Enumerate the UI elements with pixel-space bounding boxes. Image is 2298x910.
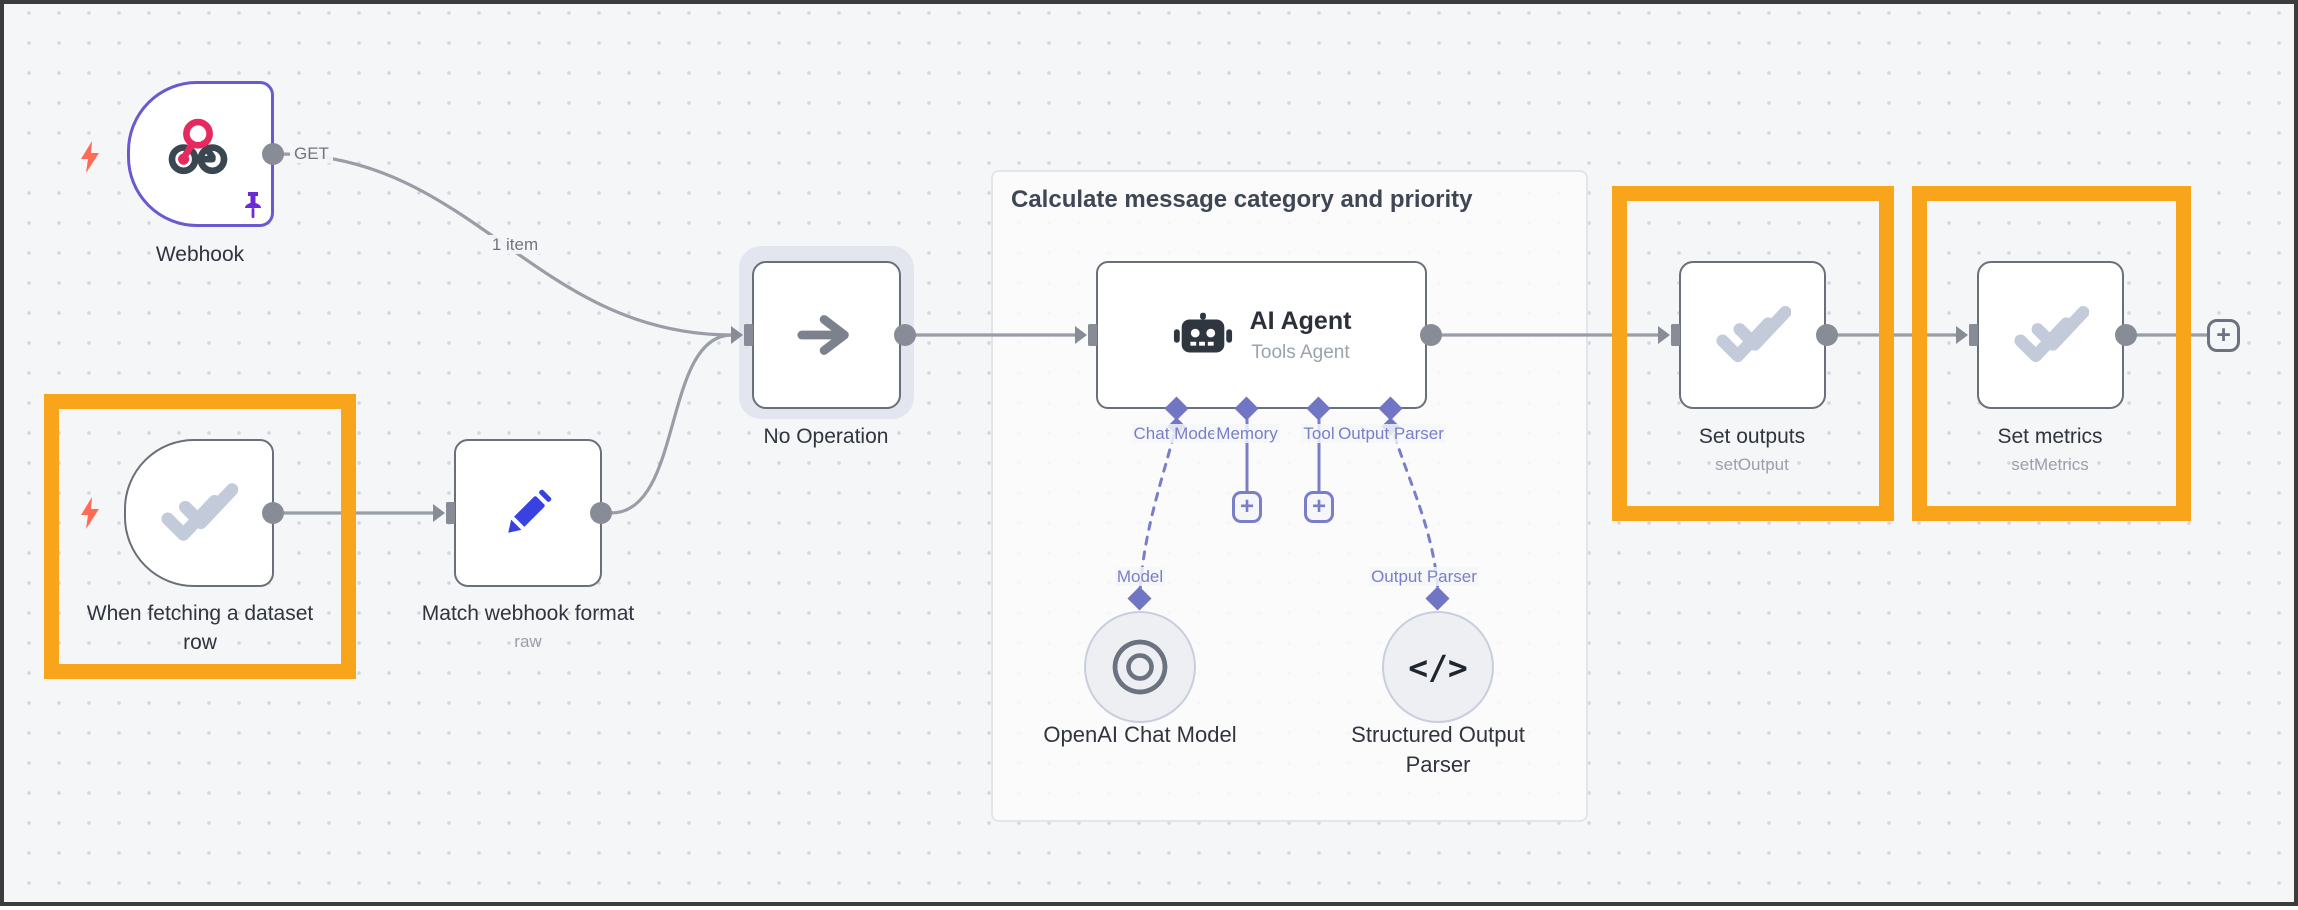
webhook-icon xyxy=(168,118,227,175)
node-webhook[interactable] xyxy=(127,81,274,227)
node-sublabel-match: raw xyxy=(514,632,542,651)
input-port-set-outputs[interactable] xyxy=(1656,322,1684,348)
plus-icon: + xyxy=(1239,493,1254,520)
double-check-icon xyxy=(1715,306,1791,363)
node-when-fetching-dataset-row[interactable] xyxy=(124,439,274,587)
connection-label-output-parser: Output Parser xyxy=(1369,567,1479,586)
add-tool-button[interactable]: + xyxy=(1304,491,1334,523)
node-label-webhook: Webhook xyxy=(155,243,245,266)
port-label-output-parser: Output Parser xyxy=(1336,424,1446,443)
node-structured-output-parser[interactable]: </> xyxy=(1382,611,1494,723)
pin-icon xyxy=(245,192,261,218)
port-label-memory: Memory xyxy=(1214,424,1280,443)
port-label-chat-model: Chat Model xyxy=(1131,424,1223,443)
node-label-structured-output-parser: Structured Output Parser xyxy=(1351,722,1525,777)
output-port-noop[interactable] xyxy=(894,324,916,346)
node-label-ai-agent: AI Agent xyxy=(1249,306,1352,335)
node-set-outputs[interactable] xyxy=(1679,261,1826,409)
group-title: Calculate message category and priority xyxy=(1011,186,1473,213)
node-sublabel-set-outputs: setOutput xyxy=(1715,455,1789,474)
add-next-node-button[interactable]: + xyxy=(2207,319,2240,352)
node-set-metrics[interactable] xyxy=(1977,261,2124,409)
plus-icon: + xyxy=(2216,321,2231,349)
node-label-noop: No Operation xyxy=(763,425,889,448)
lightning-bolt-icon xyxy=(81,141,99,173)
node-label-set-outputs: Set outputs xyxy=(1698,425,1806,448)
double-check-icon xyxy=(161,483,238,541)
node-label-openai: OpenAI Chat Model xyxy=(1043,722,1237,747)
output-port-ai-agent[interactable] xyxy=(1420,324,1442,346)
output-port-match[interactable] xyxy=(590,502,612,524)
add-memory-button[interactable]: + xyxy=(1232,491,1262,523)
node-ai-agent[interactable]: AI Agent Tools Agent xyxy=(1096,261,1427,409)
node-sublabel-set-metrics: setMetrics xyxy=(2011,455,2089,474)
input-port-noop[interactable] xyxy=(729,322,757,348)
plus-icon: + xyxy=(1311,493,1326,520)
node-label-match: Match webhook format xyxy=(421,602,635,625)
arrow-right-icon xyxy=(796,315,849,355)
node-no-operation[interactable] xyxy=(752,261,901,409)
input-port-set-metrics[interactable] xyxy=(1954,322,1982,348)
input-port-ai-agent[interactable] xyxy=(1073,322,1101,348)
wire-match-to-noop xyxy=(609,333,734,515)
node-label-set-metrics: Set metrics xyxy=(1997,425,2103,448)
port-label-tool: Tool xyxy=(1301,424,1337,443)
output-port-when-fetching[interactable] xyxy=(262,502,284,524)
connection-label-model: Model xyxy=(1114,567,1166,586)
input-port-match[interactable] xyxy=(431,500,459,526)
code-icon: </> xyxy=(1408,647,1468,687)
highlight-frame-when-fetching xyxy=(44,394,356,679)
node-openai-chat-model[interactable] xyxy=(1084,611,1196,723)
node-label-when-fetching: When fetching a dataset row xyxy=(86,602,314,654)
highlight-frame-set-outputs xyxy=(1612,186,1894,521)
wire-label-items: 1 item xyxy=(415,235,615,255)
output-port-set-outputs[interactable] xyxy=(1816,324,1838,346)
pencil-icon xyxy=(508,489,552,533)
node-match-webhook-format[interactable] xyxy=(454,439,602,587)
openai-logo-icon xyxy=(1112,639,1168,695)
lightning-bolt-icon xyxy=(81,497,99,529)
node-sublabel-ai-agent: Tools Agent xyxy=(1251,341,1350,363)
double-check-icon xyxy=(2013,306,2089,363)
highlight-frame-set-metrics xyxy=(1912,186,2191,521)
wire-label-get: GET xyxy=(290,144,333,164)
robot-icon xyxy=(1173,312,1232,353)
output-port-set-metrics[interactable] xyxy=(2115,324,2137,346)
output-port-webhook[interactable] xyxy=(262,143,284,165)
